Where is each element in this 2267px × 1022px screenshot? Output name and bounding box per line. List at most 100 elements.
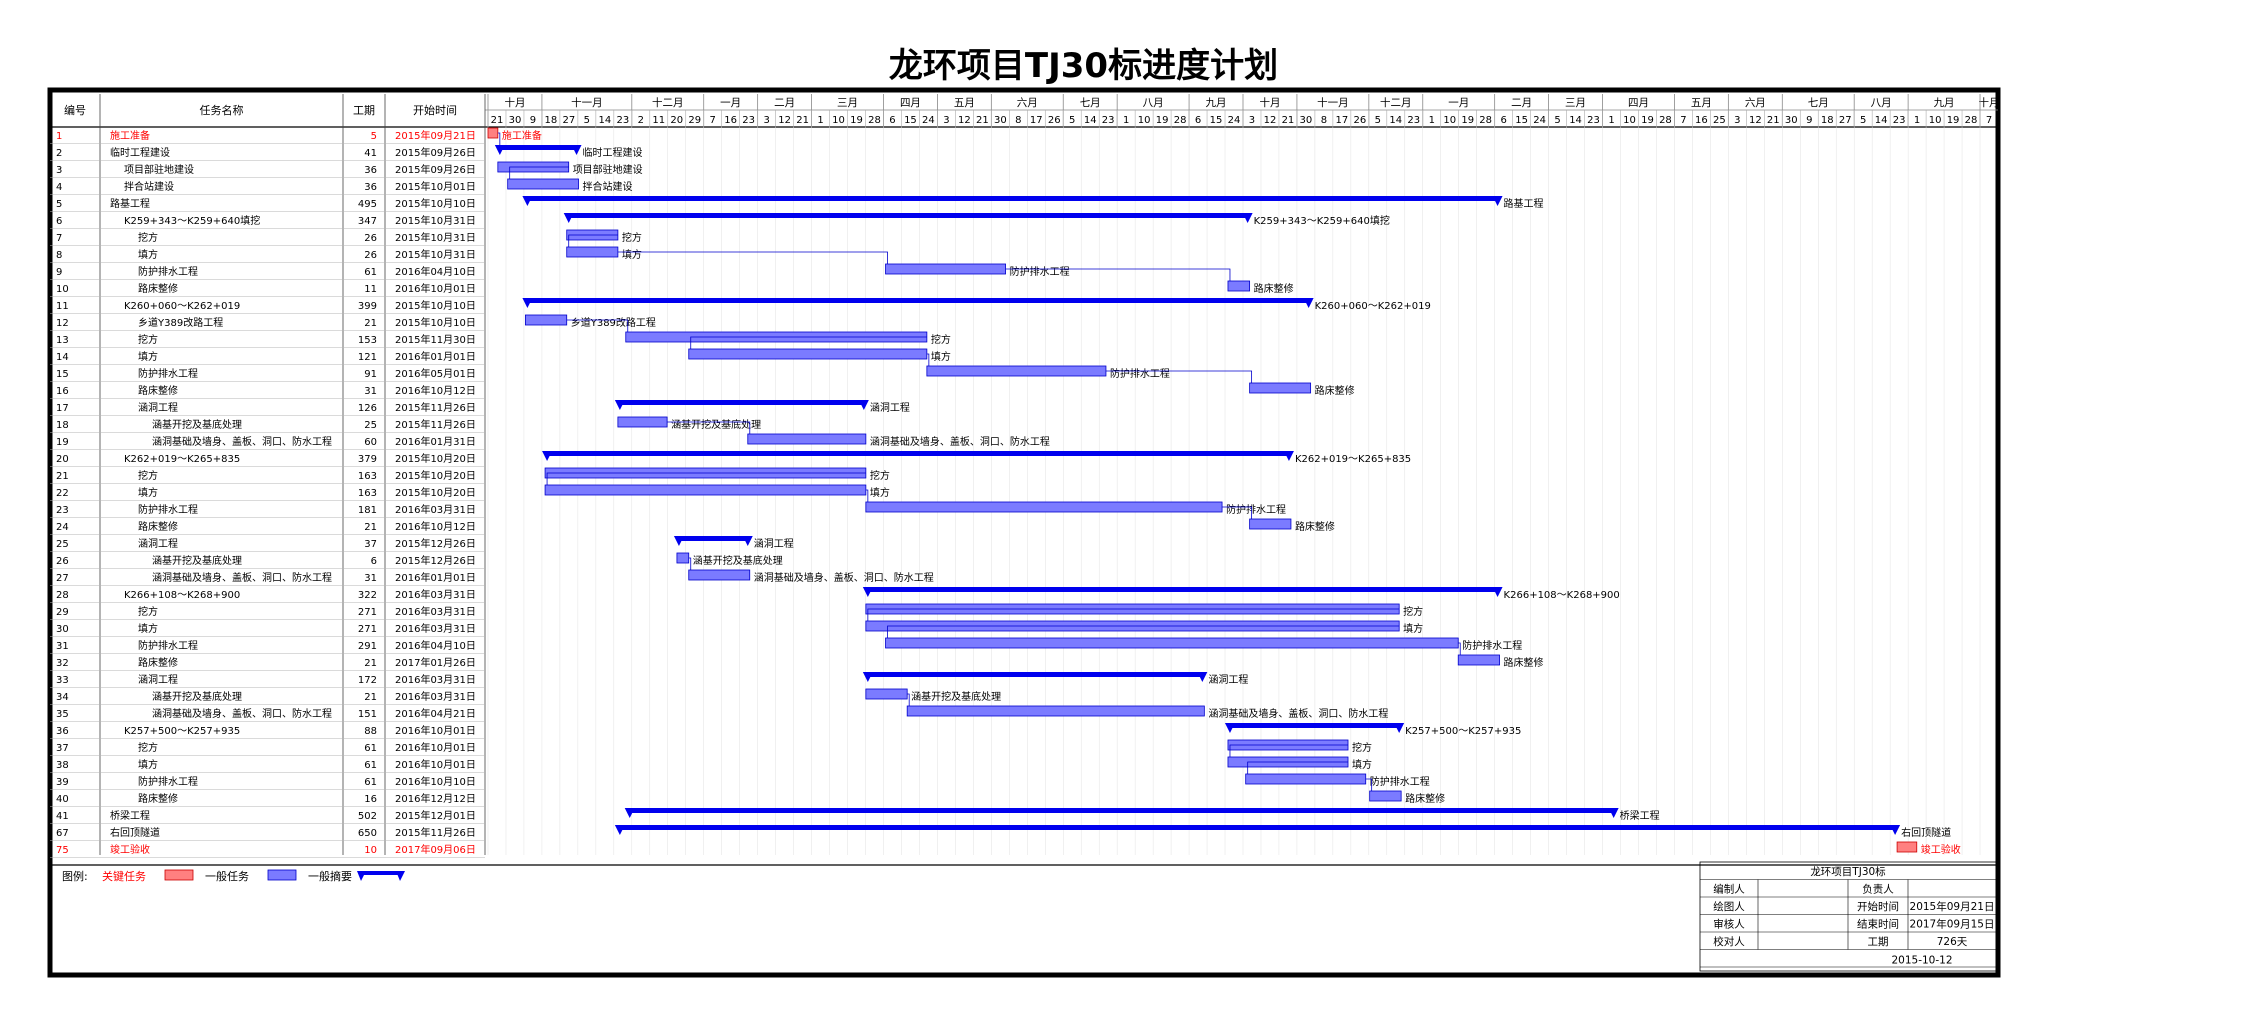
task-id: 12 (56, 318, 69, 329)
day-label: 12 (1749, 115, 1762, 126)
day-label: 6 (1500, 115, 1506, 126)
legend-normal-label: 一般任务 (205, 870, 249, 883)
task-start: 2015年09月26日 (395, 163, 476, 176)
day-label: 28 (1965, 115, 1978, 126)
day-label: 12 (1264, 115, 1277, 126)
task-start: 2015年10月01日 (395, 180, 476, 193)
day-label: 1 (1123, 115, 1129, 126)
task-id: 2 (56, 148, 62, 159)
critical-bar (1896, 841, 1918, 853)
dependency-link (1229, 744, 1349, 757)
task-start: 2015年10月10日 (395, 316, 476, 329)
bar-label: 防护排水工程 (1462, 639, 1522, 652)
bar-label: K262+019～K265+835 (1295, 454, 1411, 465)
task-bar (865, 501, 1223, 513)
summary-bar (497, 145, 579, 150)
task-duration: 5 (371, 131, 377, 142)
page-title: 龙环项目TJ30标进度计划 (889, 46, 1278, 86)
task-start: 2016年12月12日 (395, 792, 476, 805)
task-duration: 16 (364, 794, 377, 805)
day-label: 18 (545, 115, 558, 126)
day-label: 14 (1084, 115, 1097, 126)
task-id: 22 (56, 488, 69, 499)
day-label: 18 (1821, 115, 1834, 126)
summary-bar (617, 400, 866, 405)
bar-label: 右回顶隧道 (1901, 826, 1951, 839)
bar-label: 涵洞基础及墙身、盖板、洞口、防水工程 (870, 435, 1050, 448)
day-label: 11 (652, 115, 665, 126)
task-duration: 291 (358, 641, 377, 652)
day-label: 12 (778, 115, 791, 126)
summary-bar (566, 213, 1250, 218)
column-header: 开始时间 (413, 103, 457, 117)
day-label: 1 (1608, 115, 1614, 126)
task-start: 2015年12月26日 (395, 537, 476, 550)
task-start: 2016年04月21日 (395, 707, 476, 720)
day-label: 3 (1249, 115, 1255, 126)
critical-bar (487, 127, 499, 139)
dependency-link (1365, 778, 1373, 791)
task-bar (688, 348, 928, 360)
task-name: 涵洞工程 (138, 674, 178, 686)
day-label: 21 (491, 115, 504, 126)
bar-label: 防护排水工程 (1110, 367, 1170, 380)
dependency-link (546, 472, 866, 485)
summary-bar (545, 451, 1291, 456)
task-duration: 11 (364, 284, 377, 295)
task-id: 1 (56, 131, 62, 142)
bar-label: 涵洞工程 (754, 538, 794, 550)
day-label: 16 (724, 115, 737, 126)
bar-label: K259+343～K259+640填挖 (1254, 214, 1390, 227)
bar-label: 涵洞工程 (1208, 674, 1248, 686)
task-start: 2016年03月31日 (395, 622, 476, 635)
task-duration: 6 (371, 556, 377, 567)
day-label: 14 (1569, 115, 1582, 126)
task-bar (865, 688, 908, 700)
task-id: 6 (56, 216, 62, 227)
month-label: 十月 (1979, 96, 2000, 109)
task-id: 36 (56, 726, 69, 737)
summary-bar (525, 298, 1311, 303)
day-label: 23 (616, 115, 629, 126)
task-duration: 163 (358, 488, 377, 499)
task-id: 15 (56, 369, 69, 380)
summary-end-cap (742, 536, 753, 546)
day-label: 23 (1102, 115, 1115, 126)
day-label: 30 (1785, 115, 1798, 126)
bar-label: 临时工程建设 (583, 146, 643, 159)
task-start: 2016年03月31日 (395, 673, 476, 686)
month-label: 八月 (1871, 97, 1892, 109)
task-id: 9 (56, 267, 62, 278)
month-label: 四月 (900, 97, 921, 109)
month-label: 七月 (1080, 97, 1101, 109)
month-label: 十月 (504, 96, 525, 109)
legend-summary-swatch (360, 871, 402, 875)
task-name: 防护排水工程 (138, 265, 198, 278)
bar-label: 竣工验收 (1921, 843, 1961, 856)
task-duration: 172 (358, 675, 377, 686)
task-duration: 163 (358, 471, 377, 482)
day-label: 30 (994, 115, 1007, 126)
task-name: 路床整修 (138, 792, 178, 805)
legend-summary-label: 一般摘要 (308, 869, 352, 883)
task-start: 2015年09月26日 (395, 146, 476, 159)
task-name: K266+108～K268+900 (124, 590, 240, 601)
task-name: 挖方 (138, 469, 158, 482)
task-bar (1249, 382, 1312, 394)
info-cell: 开始时间 (1857, 900, 1899, 913)
task-bar (906, 705, 1205, 717)
dependency-link (887, 625, 1400, 638)
task-start: 2016年01月31日 (395, 435, 476, 448)
task-id: 16 (56, 386, 69, 397)
bar-label: 填方 (622, 248, 642, 261)
task-start: 2015年11月30日 (395, 333, 476, 346)
dependency-link (867, 608, 1400, 621)
task-start: 2016年10月01日 (395, 741, 476, 754)
task-duration: 37 (364, 539, 377, 550)
task-name: 拌合站建设 (124, 180, 174, 193)
summary-start-cap (624, 808, 635, 818)
month-label: 三月 (837, 97, 858, 109)
summary-bar (617, 825, 1898, 830)
day-label: 3 (1734, 115, 1740, 126)
day-label: 21 (1282, 115, 1295, 126)
